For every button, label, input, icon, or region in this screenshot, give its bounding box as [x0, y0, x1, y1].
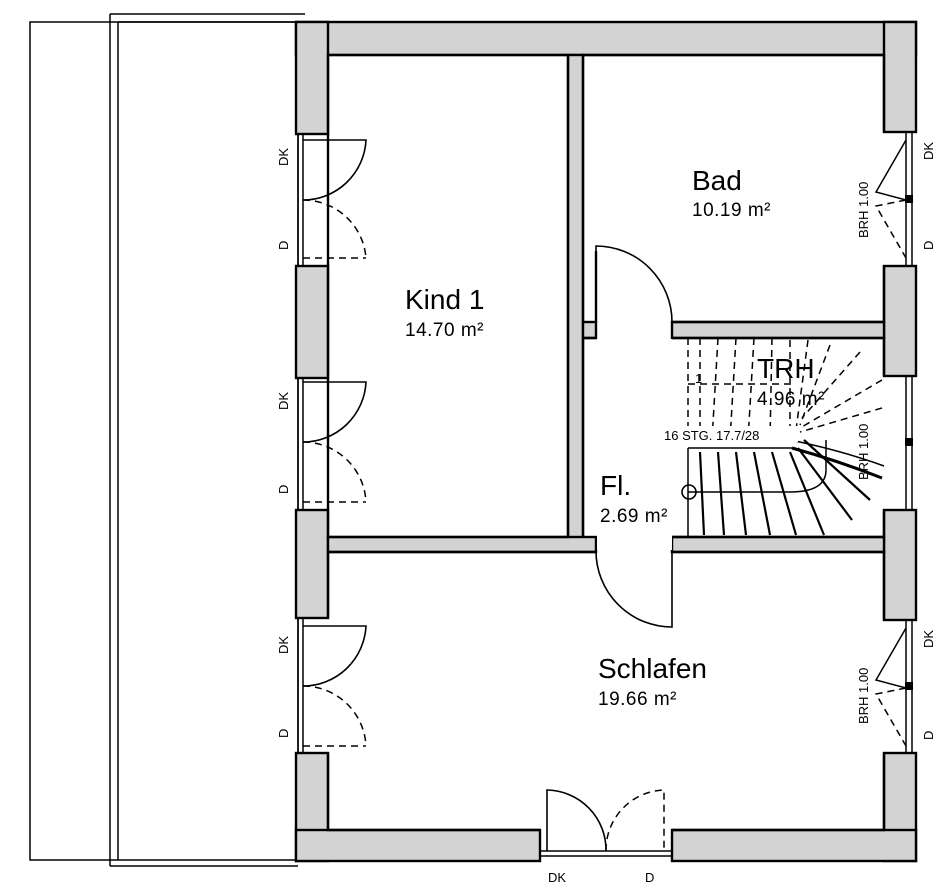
- label-dk-right-3: DK: [921, 630, 936, 648]
- wall-left-3: [294, 508, 330, 620]
- interior-doors: [595, 245, 673, 628]
- room-name-kind1: Kind 1: [405, 284, 484, 315]
- wall-top: [294, 20, 918, 57]
- wall-left-1: [294, 20, 330, 136]
- label-d-bottom: D: [645, 870, 654, 885]
- room-floors: [329, 56, 883, 829]
- label-dk-left-3: DK: [276, 636, 291, 654]
- window-left-3: [296, 617, 367, 754]
- room-area-flur: 2.69 m²: [600, 506, 668, 527]
- label-brh-right-3: BRH 1.00: [856, 668, 871, 724]
- room-name-schlafen: Schlafen: [598, 653, 707, 684]
- window-right-3: [874, 619, 916, 754]
- stair-steps-label: 16 STG. 17.7/28: [664, 428, 759, 443]
- room-name-flur: Fl.: [600, 470, 631, 501]
- label-dk-right-1: DK: [921, 142, 936, 160]
- window-bottom: [539, 789, 673, 861]
- window-left-1: [296, 133, 367, 267]
- wall-bad-trh: [670, 320, 886, 340]
- wall-left-2: [294, 264, 330, 380]
- label-d-left-3: D: [276, 729, 291, 738]
- walls: [294, 20, 918, 863]
- wall-bottom-left: [294, 828, 542, 863]
- balcony: [29, 13, 305, 867]
- wall-inner-vertical: [566, 53, 585, 553]
- window-left-2: [296, 377, 367, 511]
- room-name-trh: TRH: [757, 353, 815, 384]
- wall-kind-schlafen: [326, 535, 598, 554]
- label-d-right-3: D: [921, 731, 936, 740]
- label-brh-right-1: BRH 1.00: [856, 182, 871, 238]
- room-name-bad: Bad: [692, 165, 742, 196]
- room-area-kind1: 14.70 m²: [405, 320, 484, 341]
- wall-bottom-right: [670, 828, 918, 863]
- staircase: 1 16 STG. 17.7/28: [662, 337, 885, 537]
- stair-start-number: 1: [695, 371, 702, 386]
- room-area-schlafen: 19.66 m²: [598, 689, 677, 710]
- wall-stub: [581, 320, 598, 340]
- label-d-left-1: D: [276, 241, 291, 250]
- wall-trh-schlafen: [670, 535, 886, 554]
- windows-left: [296, 133, 367, 754]
- windows-right: [874, 131, 916, 754]
- room-area-trh: 4.96 m²: [757, 389, 825, 410]
- label-brh-right-2: BRH 1.00: [856, 424, 871, 480]
- label-d-right-1: D: [921, 241, 936, 250]
- label-dk-bottom: DK: [548, 870, 566, 885]
- wall-right-1: [882, 20, 918, 134]
- label-dk-left-2: DK: [276, 392, 291, 410]
- window-right-1: [874, 131, 916, 267]
- room-area-bad: 10.19 m²: [692, 200, 771, 221]
- window-right-2: [884, 375, 916, 511]
- wall-right-3: [882, 508, 918, 622]
- label-d-left-2: D: [276, 485, 291, 494]
- wall-right-2: [882, 264, 918, 378]
- room-labels: Kind 1 14.70 m² Bad 10.19 m² TRH 4.96 m²…: [405, 165, 825, 710]
- label-dk-left-1: DK: [276, 148, 291, 166]
- window-labels: DK D DK D DK D DK D DK D BRH 1.00 BRH 1.…: [276, 142, 936, 885]
